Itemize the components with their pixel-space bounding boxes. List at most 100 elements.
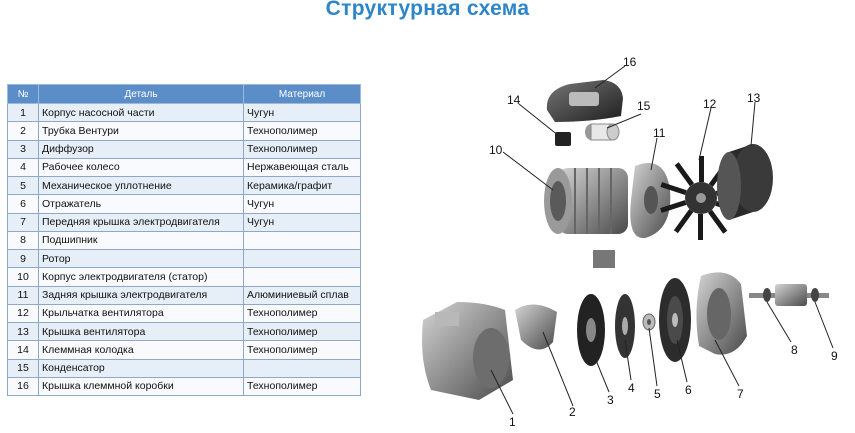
callout-5: 5 (654, 387, 661, 401)
part-3-diffuser (577, 294, 605, 366)
callout-7: 7 (737, 387, 744, 401)
cell-num: 15 (7, 358, 39, 378)
cell-num: 8 (7, 230, 39, 251)
callout-15: 15 (637, 99, 651, 113)
cell-material (243, 358, 361, 378)
cell-part: Корпус электродвигателя (статор) (38, 267, 244, 287)
cell-num: 10 (7, 267, 39, 287)
part-11-rear-cover (630, 163, 671, 239)
cell-part: Крышка вентилятора (38, 321, 244, 342)
cell-part: Крыльчатка вентилятора (38, 303, 244, 324)
cell-material: Технополимер (243, 340, 361, 360)
mounting-bracket (593, 250, 615, 268)
cell-part: Рабочее колесо (38, 157, 244, 178)
cell-num: 13 (7, 321, 39, 342)
cell-num: 5 (7, 175, 39, 196)
callout-9: 9 (831, 349, 838, 363)
callout-10: 10 (489, 143, 503, 157)
callout-1: 1 (509, 415, 516, 429)
cell-part: Ротор (38, 248, 244, 269)
part-7-front-motor-cover (696, 272, 747, 355)
cell-part: Механическое уплотнение (38, 175, 244, 196)
part-2-venturi (515, 304, 557, 350)
part-5-mechanical-seal (642, 313, 656, 331)
cell-material: Чугун (243, 194, 361, 214)
callout-8: 8 (791, 343, 798, 357)
callout-3: 3 (607, 393, 614, 407)
cell-num: 12 (7, 303, 39, 324)
cell-material: Технополимер (243, 121, 361, 141)
exploded-pump-diagram: 1 2 3 4 5 6 7 8 9 10 11 12 13 14 15 16 (422, 55, 838, 429)
cell-num: 6 (7, 194, 39, 214)
cell-num: 3 (7, 139, 39, 159)
part-10-motor-housing (544, 168, 628, 234)
cell-material (243, 267, 361, 287)
part-16-terminal-box-cover (546, 80, 623, 122)
callout-11: 11 (653, 126, 666, 140)
cell-num: 16 (7, 376, 39, 397)
callout-2: 2 (569, 405, 576, 419)
leader-lines (490, 65, 834, 415)
part-9-rotor (749, 284, 829, 306)
cell-material: Чугун (243, 102, 361, 123)
cell-material (243, 248, 361, 269)
cell-num: 1 (7, 102, 39, 123)
cell-material: Технополимер (243, 303, 361, 324)
cell-num: 14 (7, 340, 39, 360)
cell-part: Передняя крышка электродвигателя (38, 212, 244, 232)
cell-material: Алюминиевый сплав (243, 285, 361, 305)
table-header-row: № Деталь Материал (7, 84, 361, 104)
cell-part: Отражатель (38, 194, 244, 214)
cell-part: Крышка клеммной коробки (38, 376, 244, 397)
cell-part: Трубка Вентури (38, 121, 244, 141)
cell-num: 11 (7, 285, 39, 305)
cell-part: Диффузор (38, 139, 244, 159)
cell-part: Задняя крышка электродвигателя (38, 285, 244, 305)
part-13-fan-cover (717, 144, 773, 220)
part-6-deflector (659, 278, 691, 362)
header-part: Деталь (38, 84, 244, 104)
cell-num: 7 (7, 212, 39, 232)
cell-material: Чугун (243, 212, 361, 232)
page-title: Структурная схема (325, 0, 530, 20)
callout-12: 12 (703, 97, 717, 111)
callout-6: 6 (685, 383, 692, 397)
cell-material: Технополимер (243, 376, 361, 397)
cell-part: Подшипник (38, 230, 244, 251)
callout-4: 4 (628, 381, 635, 395)
part-1-pump-body (422, 302, 513, 400)
callout-13: 13 (747, 91, 761, 105)
cell-num: 4 (7, 157, 39, 178)
cell-material (243, 230, 361, 251)
cell-part: Корпус насосной части (38, 102, 244, 123)
cell-num: 2 (7, 121, 39, 141)
cell-material: Технополимер (243, 321, 361, 342)
cell-material: Нержавеющая сталь (243, 157, 361, 178)
part-8-bearing (763, 288, 819, 302)
header-num: № (7, 84, 39, 104)
cell-num: 9 (7, 248, 39, 269)
cell-part: Клеммная колодка (38, 340, 244, 360)
part-4-impeller (615, 294, 635, 358)
part-15-capacitor (585, 123, 620, 141)
header-material: Материал (243, 84, 361, 104)
callout-16: 16 (623, 55, 637, 69)
cell-material: Керамика/графит (243, 175, 361, 196)
cell-part: Конденсатор (38, 358, 244, 378)
